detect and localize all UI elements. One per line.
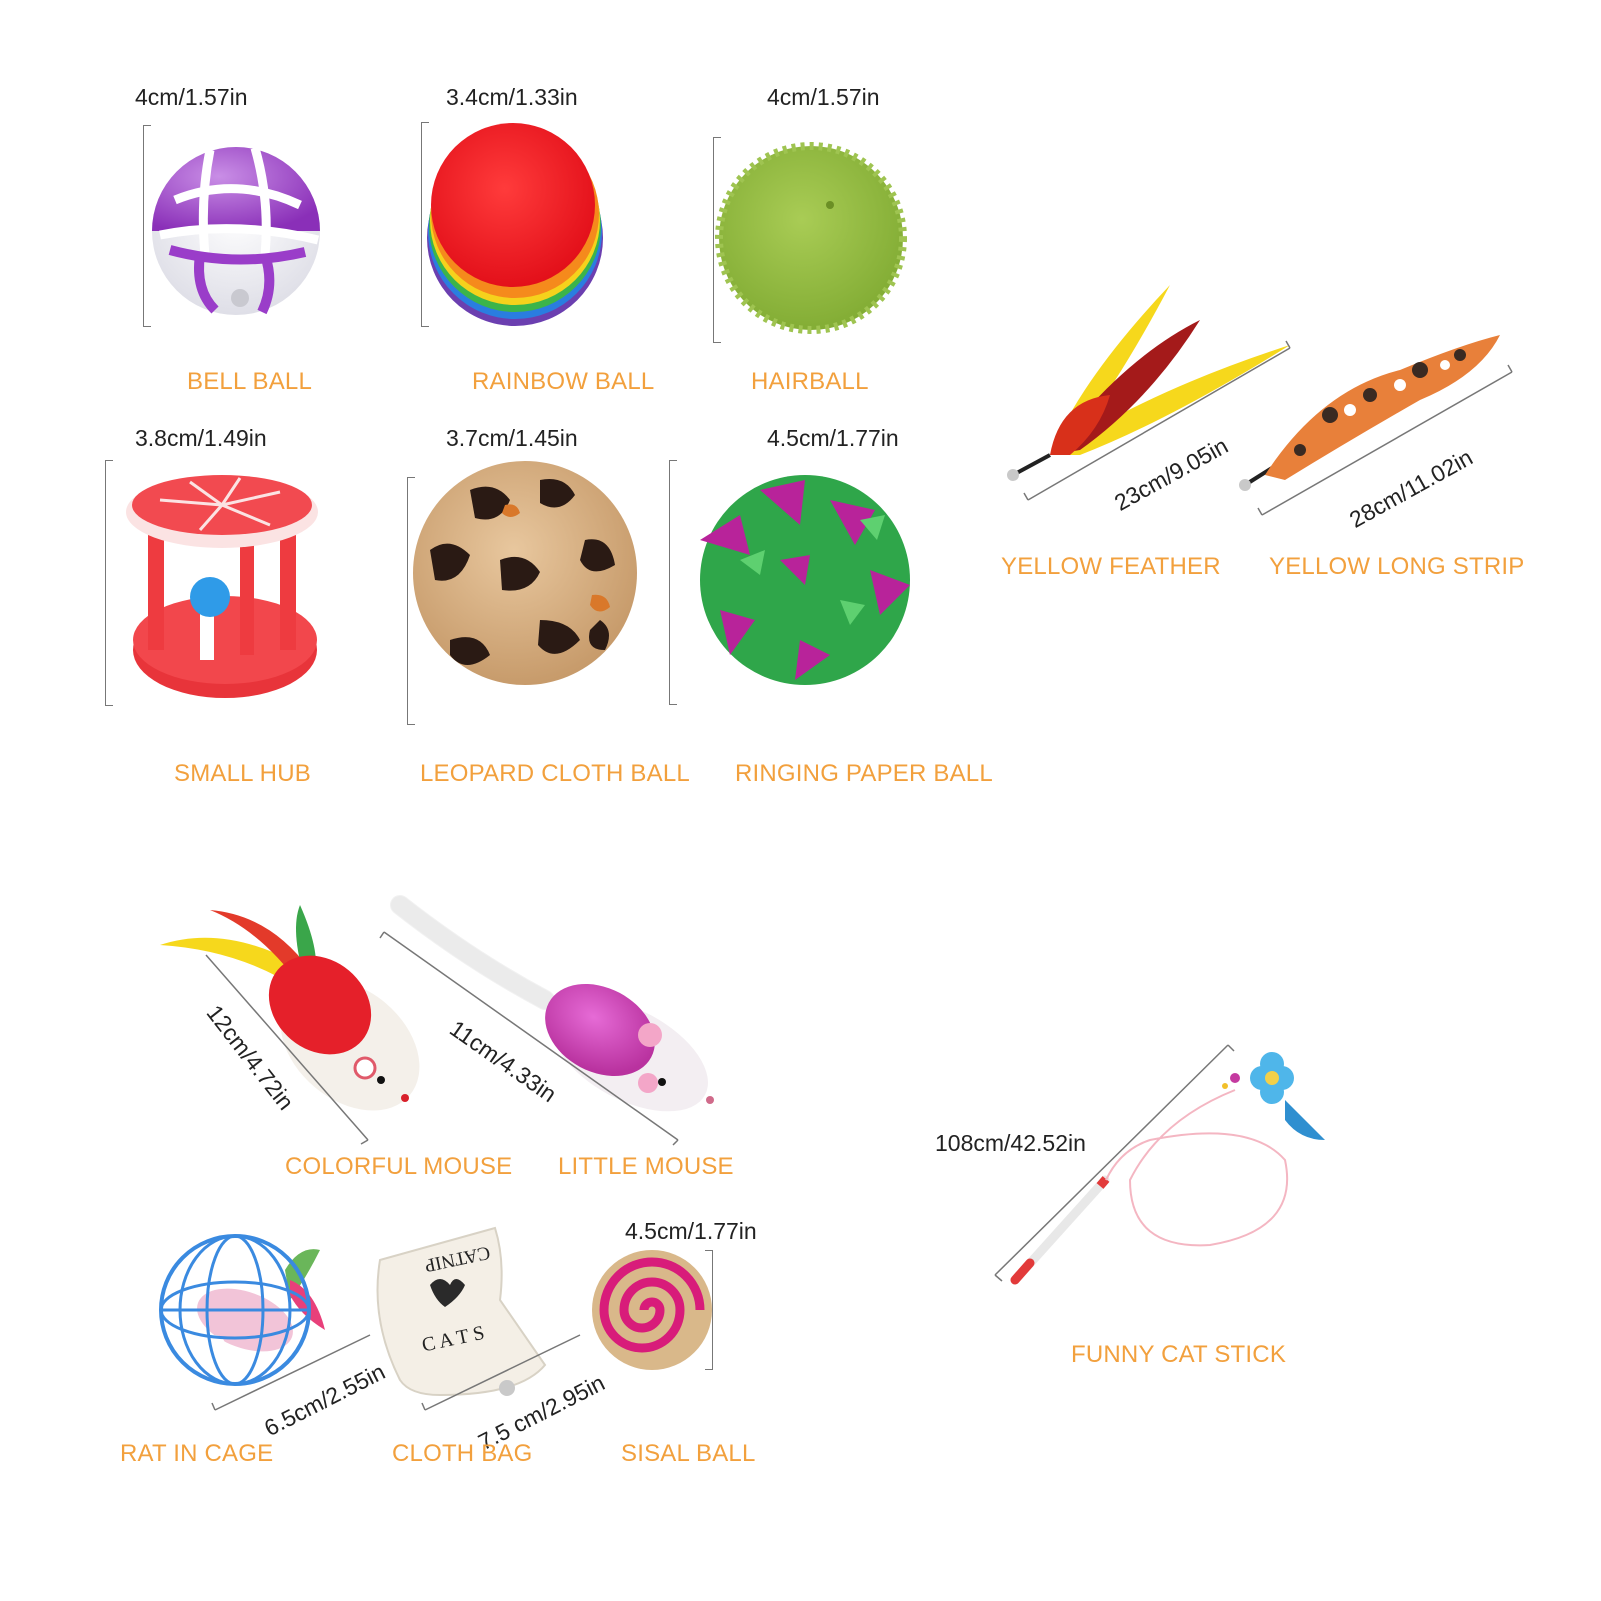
rainbow-ball-size: 3.4cm/1.33in: [446, 84, 578, 110]
funny-cat-stick-label: FUNNY CAT STICK: [1071, 1341, 1287, 1368]
yellow-feather-label: YELLOW FEATHER: [1001, 553, 1221, 580]
rainbow-ball-bracket: [421, 122, 429, 327]
hairball-size: 4cm/1.57in: [767, 84, 880, 110]
cloth-bag-label: CLOTH BAG: [392, 1440, 533, 1467]
hairball-bracket: [713, 137, 721, 343]
bell-ball-size: 4cm/1.57in: [135, 84, 248, 110]
bell-ball-label: BELL BALL: [187, 368, 312, 395]
leopard-ball-size: 3.7cm/1.45in: [446, 425, 578, 451]
bell-ball-image: [152, 146, 320, 315]
rainbow-ball-image: [427, 123, 603, 326]
sisal-ball-image: [592, 1250, 712, 1370]
leopard-ball-image: [413, 461, 637, 685]
funny-cat-stick-size: 108cm/42.52in: [935, 1130, 1086, 1156]
paper-ball-size: 4.5cm/1.77in: [767, 425, 899, 451]
hairball-image: [715, 142, 907, 334]
rainbow-ball-label: RAINBOW BALL: [472, 368, 655, 395]
sisal-ball-bracket: [712, 1250, 713, 1370]
sisal-ball-size: 4.5cm/1.77in: [625, 1218, 757, 1244]
leopard-ball-label: LEOPARD CLOTH BALL: [420, 760, 690, 787]
yellow-feather-image: [1007, 285, 1290, 481]
yellow-long-strip-image: [1239, 335, 1500, 491]
dimension-lines: [205, 340, 1513, 1411]
cloth-bag-image: [376, 1226, 547, 1397]
leopard-ball-bracket: [407, 477, 415, 725]
small-hub-label: SMALL HUB: [174, 760, 311, 787]
little-mouse-image: [390, 895, 714, 1112]
small-hub-image: [126, 475, 318, 698]
yellow-long-strip-label: YELLOW LONG STRIP: [1269, 553, 1525, 580]
small-hub-size: 3.8cm/1.49in: [135, 425, 267, 451]
paper-ball-label: RINGING PAPER BALL: [735, 760, 993, 787]
colorful-mouse-image: [160, 905, 420, 1111]
ringing-paper-ball-image: [700, 475, 910, 685]
bell-ball-bracket: [143, 125, 151, 327]
rat-in-cage-label: RAT IN CAGE: [120, 1440, 274, 1467]
little-mouse-label: LITTLE MOUSE: [558, 1153, 734, 1180]
funny-cat-stick-image: [1010, 1052, 1325, 1285]
rat-in-cage-image: [159, 1234, 325, 1386]
small-hub-bracket: [105, 460, 113, 706]
paper-ball-bracket: [669, 460, 677, 705]
colorful-mouse-label: COLORFUL MOUSE: [285, 1153, 513, 1180]
hairball-label: HAIRBALL: [751, 368, 869, 395]
sisal-ball-label: SISAL BALL: [621, 1440, 756, 1467]
